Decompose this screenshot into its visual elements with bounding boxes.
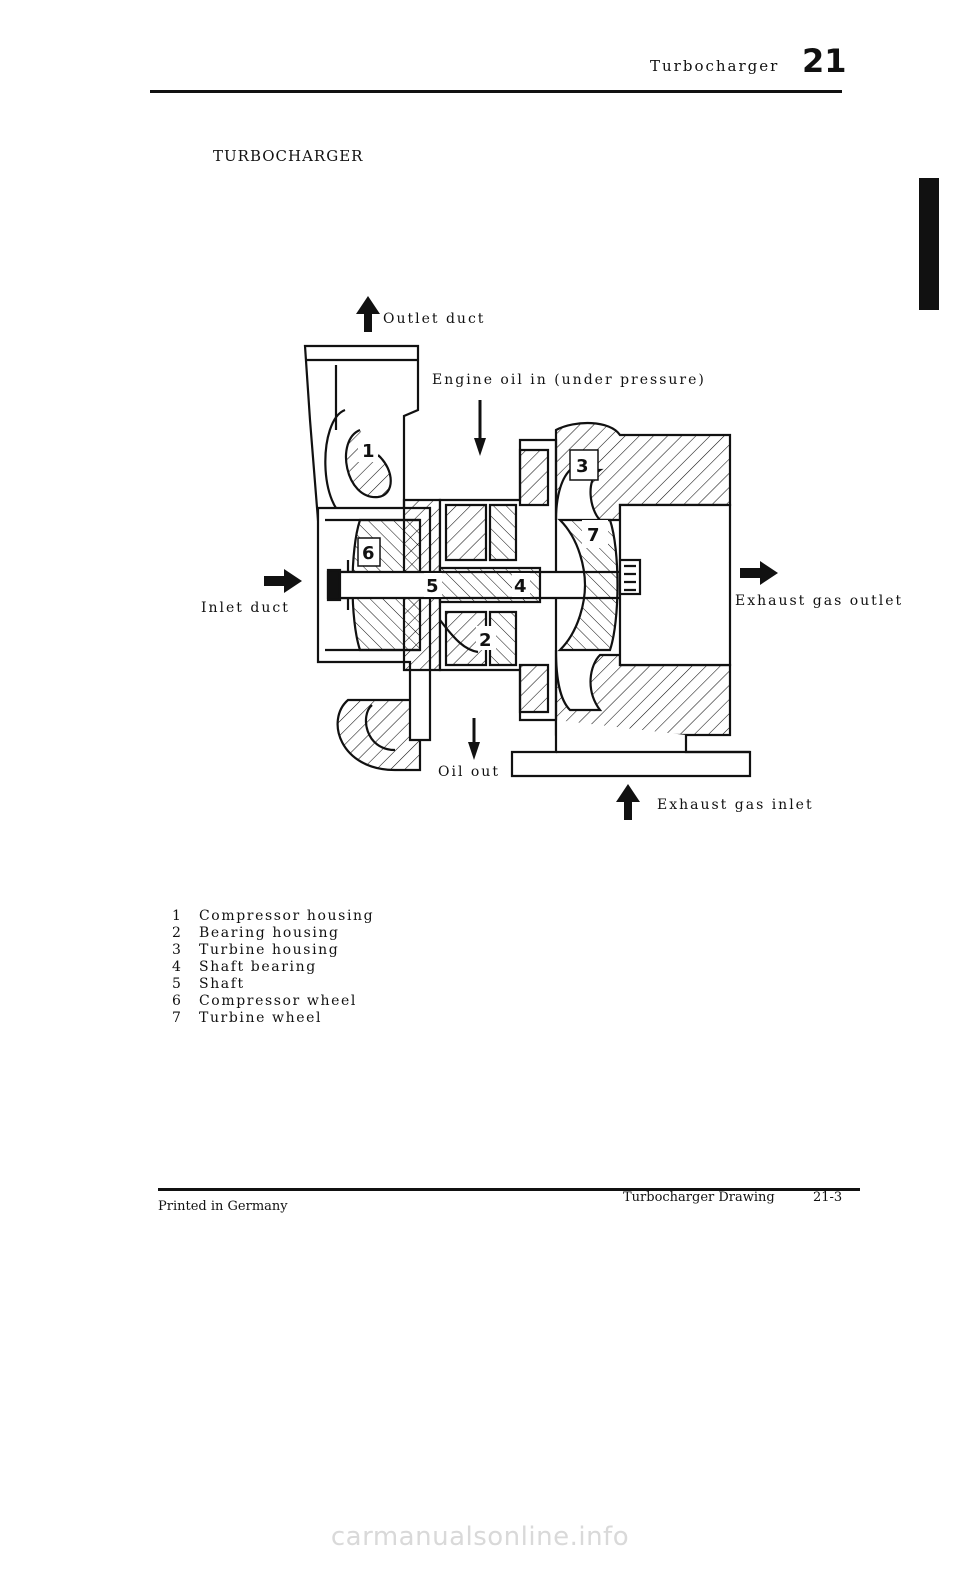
outlet-duct-label: Outlet duct [383,311,486,327]
inlet-duct-arrow-icon [264,569,302,593]
exhaust-outlet-arrow-icon [740,561,778,585]
section-title: TURBOCHARGER [213,147,364,165]
watermark: carmanualsonline.info [330,1522,630,1552]
callout-3-text: 3 [576,456,589,477]
callout-5: 5 [424,573,442,597]
callout-7-text: 7 [587,525,600,546]
callout-4-text: 4 [514,576,527,597]
exhaust-inlet-arrow-icon [616,784,640,820]
header-title: Turbocharger [650,57,780,75]
callout-6: 6 [357,537,381,567]
footer-drawing-title: Turbocharger Drawing [623,1190,775,1205]
oil-in-arrow-icon [474,400,486,456]
callout-7: 7 [582,520,608,548]
header-rule [150,90,842,93]
chapter-number: 21 [802,42,847,80]
oil-out-arrow-icon [468,718,480,760]
exhaust-gas-outlet-label: Exhaust gas outlet [735,593,904,609]
engine-oil-in-label: Engine oil in (under pressure) [432,372,706,388]
exhaust-gas-inlet-label: Exhaust gas inlet [657,797,814,813]
callout-6-text: 6 [362,543,375,564]
callout-2-text: 2 [479,630,492,651]
callout-4: 4 [512,573,530,597]
footer-page-number: 21-3 [813,1190,843,1205]
footer-printed-in: Printed in Germany [158,1199,288,1214]
callout-1-text: 1 [362,441,375,462]
outlet-duct-arrow-icon [356,296,380,332]
inlet-duct-label: Inlet duct [201,600,290,616]
callout-5-text: 5 [426,576,439,597]
chapter-tab-marker [919,178,939,310]
callout-2: 2 [476,626,496,651]
oil-out-label: Oil out [438,764,500,780]
footer-rule [158,1188,860,1191]
callout-1: 1 [358,436,378,462]
callout-3: 3 [569,449,599,481]
